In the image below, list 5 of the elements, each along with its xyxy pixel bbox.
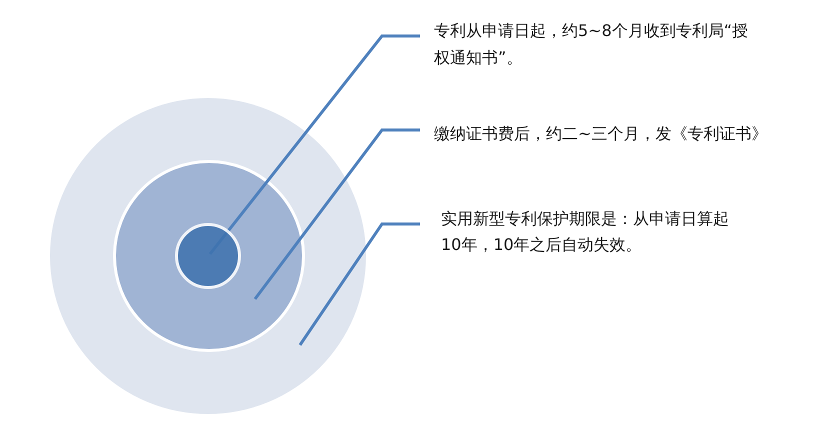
- leader-line: [298, 222, 420, 346]
- annotation-text: 专利从申请日起，约5~8个月收到专利局“授权通知书”。: [420, 17, 760, 71]
- leader-line: [254, 128, 420, 300]
- annotation-text: 缴纳证书费后，约二~三个月，发《专利证书》: [420, 120, 820, 147]
- annotation-text: 实用新型专利保护期限是：从申请日算起10年，10年之后自动失效。: [420, 206, 742, 258]
